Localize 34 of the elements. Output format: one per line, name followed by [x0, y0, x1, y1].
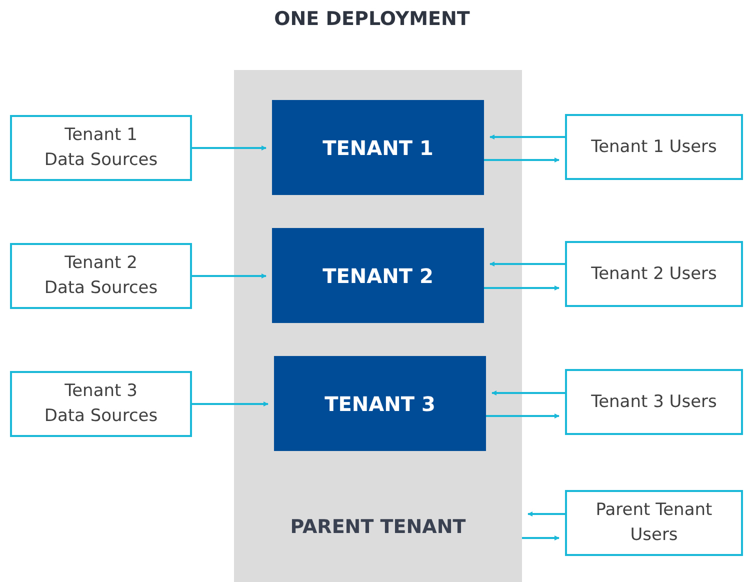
node-label: Tenant 1 Data Sources	[43, 124, 159, 172]
source-box	[10, 243, 192, 309]
node-label: Tenant 2 Users	[591, 262, 717, 286]
arrow	[528, 512, 565, 516]
source-box	[565, 369, 743, 435]
arrow	[484, 158, 560, 162]
arrow	[484, 286, 560, 290]
source-box	[10, 371, 192, 437]
arrow	[490, 134, 565, 140]
source-box	[565, 114, 743, 180]
node-label: Parent Tenant Users	[594, 499, 714, 547]
node-label: Tenant 3 Users	[591, 390, 717, 414]
node-label: Tenant 1 Users	[591, 136, 717, 158]
node-label: TENANT 1	[322, 136, 434, 160]
parent-tenant-band	[234, 70, 522, 582]
diagram-title: ONE DEPLOYMENT	[273, 8, 471, 30]
node-label: Tenant 2 Data Sources	[43, 252, 159, 300]
arrow	[486, 414, 560, 418]
node-label: TENANT 3	[324, 392, 436, 416]
arrow	[192, 402, 268, 406]
arrow	[490, 262, 565, 266]
source-box	[565, 241, 743, 307]
tenant-box	[272, 228, 484, 323]
source-box	[565, 490, 743, 556]
node-label: PARENT TENANT	[290, 516, 466, 538]
node-label: TENANT 2	[322, 264, 434, 288]
arrow	[192, 274, 266, 278]
arrow	[192, 146, 266, 150]
arrow	[522, 536, 560, 540]
tenant-box	[272, 100, 484, 195]
tenant-box	[274, 356, 486, 451]
arrow	[492, 390, 565, 396]
node-label: Tenant 3 Data Sources	[43, 380, 159, 428]
source-box	[10, 115, 192, 181]
